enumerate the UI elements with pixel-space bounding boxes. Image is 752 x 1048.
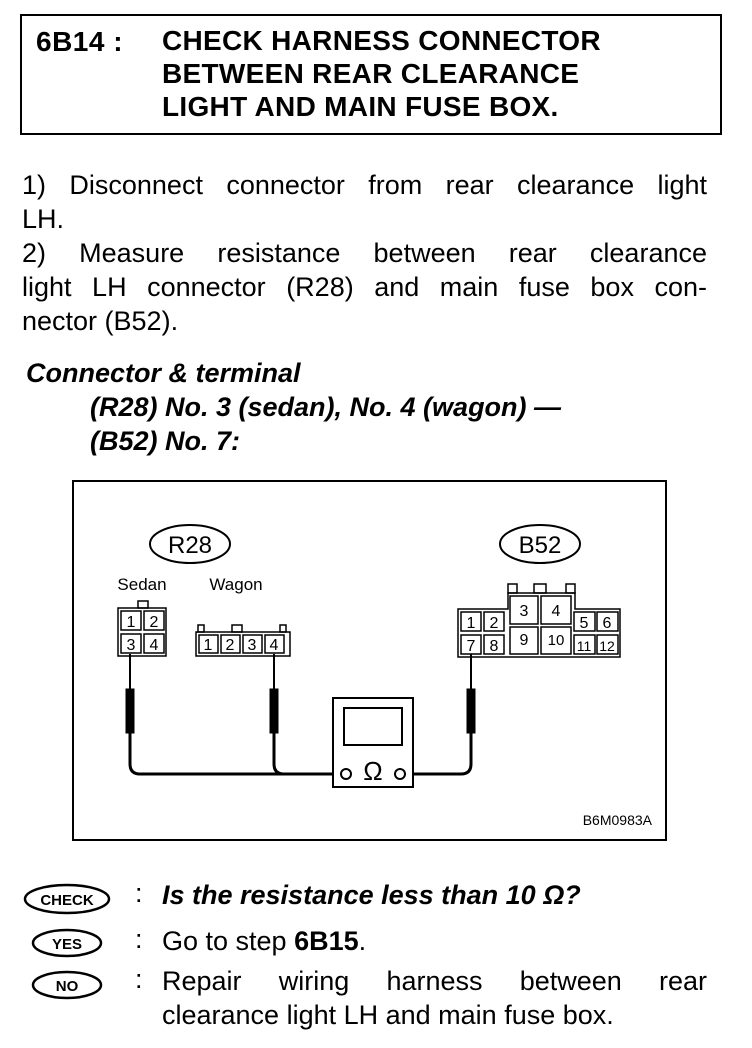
check-colon: : <box>135 878 143 908</box>
r28-label-oval <box>149 524 231 564</box>
yes-badge: YES <box>31 928 103 958</box>
no-action-line: clearance light LH and main fuse box. <box>162 1000 614 1030</box>
b52-pin: 9 <box>520 632 529 649</box>
b52-pin: 3 <box>520 603 529 620</box>
wagon-label: Wagon <box>209 575 262 594</box>
step-title-line: LIGHT AND MAIN FUSE BOX. <box>162 91 559 122</box>
figure-code: B6M0983A <box>583 812 653 828</box>
no-action: Repair wiring harness between rear clear… <box>162 964 707 1032</box>
instruction-line: LH. <box>22 204 65 234</box>
yes-colon: : <box>135 924 143 954</box>
b52-label: B52 <box>519 532 562 559</box>
b52-pin: 2 <box>490 615 499 632</box>
b52-pin: 11 <box>577 638 592 654</box>
wagon-pin: 4 <box>270 637 279 654</box>
b52-pin: 1 <box>467 615 476 632</box>
yes-row: YES : Go to step 6B15. <box>22 922 722 962</box>
step-number: 6B14 : <box>36 26 124 57</box>
yes-action-suffix: . <box>358 926 367 956</box>
instruction-line: 2) Measure resistance between rear clear… <box>22 238 707 268</box>
instruction-line: light LH connector (R28) and main fuse b… <box>22 272 707 302</box>
b52-pin: 8 <box>490 638 499 655</box>
ohmmeter <box>332 697 414 788</box>
no-row: NO : Repair wiring harness between rear … <box>22 962 722 1038</box>
check-row: CHECK : Is the resistance less than 10 Ω… <box>22 876 722 916</box>
no-badge-label: NO <box>56 978 79 995</box>
step-header: 6B14 : CHECK HARNESS CONNECTOR BETWEEN R… <box>20 14 722 135</box>
test-leads <box>128 733 473 776</box>
instruction-line: nector (B52). <box>22 306 179 336</box>
check-question: Is the resistance less than 10 Ω? <box>162 880 581 910</box>
step-title: CHECK HARNESS CONNECTOR BETWEEN REAR CLE… <box>162 24 601 123</box>
wiring-diagram: R28 B52 Sedan Wagon 1 2 3 4 <box>72 480 667 841</box>
sedan-pin: 3 <box>127 637 136 654</box>
sedan-label: Sedan <box>117 575 166 594</box>
yes-action-text: Go to step <box>162 926 295 956</box>
step-title-line: CHECK HARNESS CONNECTOR <box>162 25 601 56</box>
b52-connector <box>457 583 621 658</box>
step-title-line: BETWEEN REAR CLEARANCE <box>162 58 580 89</box>
spec-line: (R28) No. 3 (sedan), No. 4 (wagon) — <box>90 392 562 422</box>
spec-heading: Connector & terminal <box>26 358 301 388</box>
b52-pin: 7 <box>467 638 476 655</box>
sedan-pin: 4 <box>150 637 159 654</box>
b52-pin: 12 <box>599 638 615 654</box>
check-badge: CHECK <box>23 883 111 915</box>
yes-action: Go to step 6B15. <box>162 924 707 958</box>
sedan-pin: 1 <box>127 614 136 631</box>
no-action-line: Repair wiring harness between rear <box>162 966 707 996</box>
instruction-line: 1) Disconnect connector from rear cleara… <box>22 170 707 200</box>
b52-pin: 10 <box>548 632 565 649</box>
wagon-pin: 2 <box>226 637 235 654</box>
yes-step-ref: 6B15 <box>294 926 359 956</box>
wagon-pin: 1 <box>204 637 213 654</box>
wagon-connector <box>195 624 291 657</box>
yes-badge-label: YES <box>52 936 82 953</box>
no-colon: : <box>135 964 143 994</box>
ohm-symbol: Ω <box>363 756 382 786</box>
r28-label: R28 <box>168 532 212 559</box>
b52-pin: 4 <box>552 603 561 620</box>
no-badge: NO <box>31 970 103 1000</box>
check-badge-label: CHECK <box>40 892 94 909</box>
spec-line: (B52) No. 7: <box>90 426 241 456</box>
b52-pin: 5 <box>580 615 589 632</box>
instructions: 1) Disconnect connector from rear cleara… <box>22 168 707 338</box>
sedan-connector <box>117 600 167 657</box>
connector-spec: Connector & terminal (R28) No. 3 (sedan)… <box>26 356 561 458</box>
b52-label-oval <box>499 524 581 564</box>
wagon-pin: 3 <box>248 637 257 654</box>
test-probes <box>125 654 476 734</box>
sedan-pin: 2 <box>150 614 159 631</box>
b52-pin: 6 <box>603 615 612 632</box>
